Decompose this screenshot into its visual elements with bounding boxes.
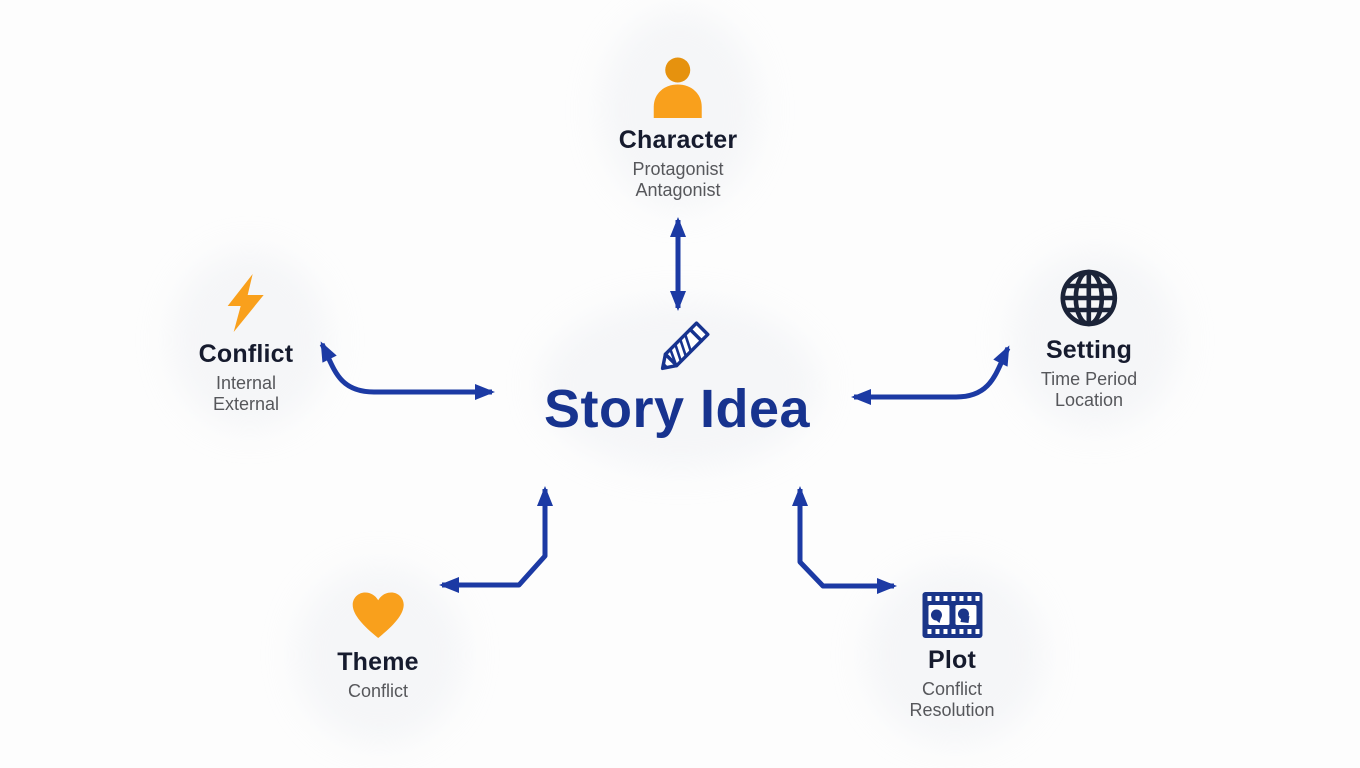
node-theme: Theme Conflict — [337, 592, 419, 702]
node-conflict-subtitle: External — [212, 394, 280, 414]
node-setting: Setting Time Period Location — [1041, 268, 1137, 411]
node-plot-label: Plot — [927, 646, 977, 674]
node-character-subtitle: Protagonist — [632, 159, 724, 179]
node-setting-subtitle: Location — [1054, 390, 1124, 410]
arrow-conflict-center — [319, 341, 495, 400]
arrow-theme-center — [439, 486, 553, 593]
node-character: Character Protagonist Antagonist — [619, 56, 738, 201]
center-title: Story Idea — [543, 379, 811, 439]
node-conflict: Conflict Internal External — [199, 274, 294, 415]
lightning-bolt-icon — [228, 274, 264, 332]
node-plot-subtitle: Resolution — [909, 700, 995, 720]
pencil-icon — [660, 321, 710, 371]
node-story-idea: Story Idea — [544, 318, 810, 438]
node-theme-subtitle: Conflict — [347, 681, 409, 701]
heart-icon — [352, 592, 404, 638]
node-plot: Plot Conflict Resolution — [909, 592, 995, 721]
node-plot-subtitle: Conflict — [921, 679, 983, 699]
node-character-subtitle: Antagonist — [635, 180, 721, 200]
node-conflict-label: Conflict — [198, 340, 294, 368]
person-icon — [654, 57, 702, 118]
node-conflict-subtitle: Internal — [215, 373, 277, 393]
arrow-setting-center — [851, 345, 1011, 405]
node-character-label: Character — [618, 126, 738, 154]
node-setting-subtitle: Time Period — [1040, 369, 1138, 389]
film-strip-icon — [922, 592, 982, 638]
arrow-plot-center — [792, 486, 897, 594]
globe-icon — [1060, 269, 1118, 327]
node-setting-label: Setting — [1045, 336, 1133, 364]
node-theme-label: Theme — [337, 648, 419, 676]
